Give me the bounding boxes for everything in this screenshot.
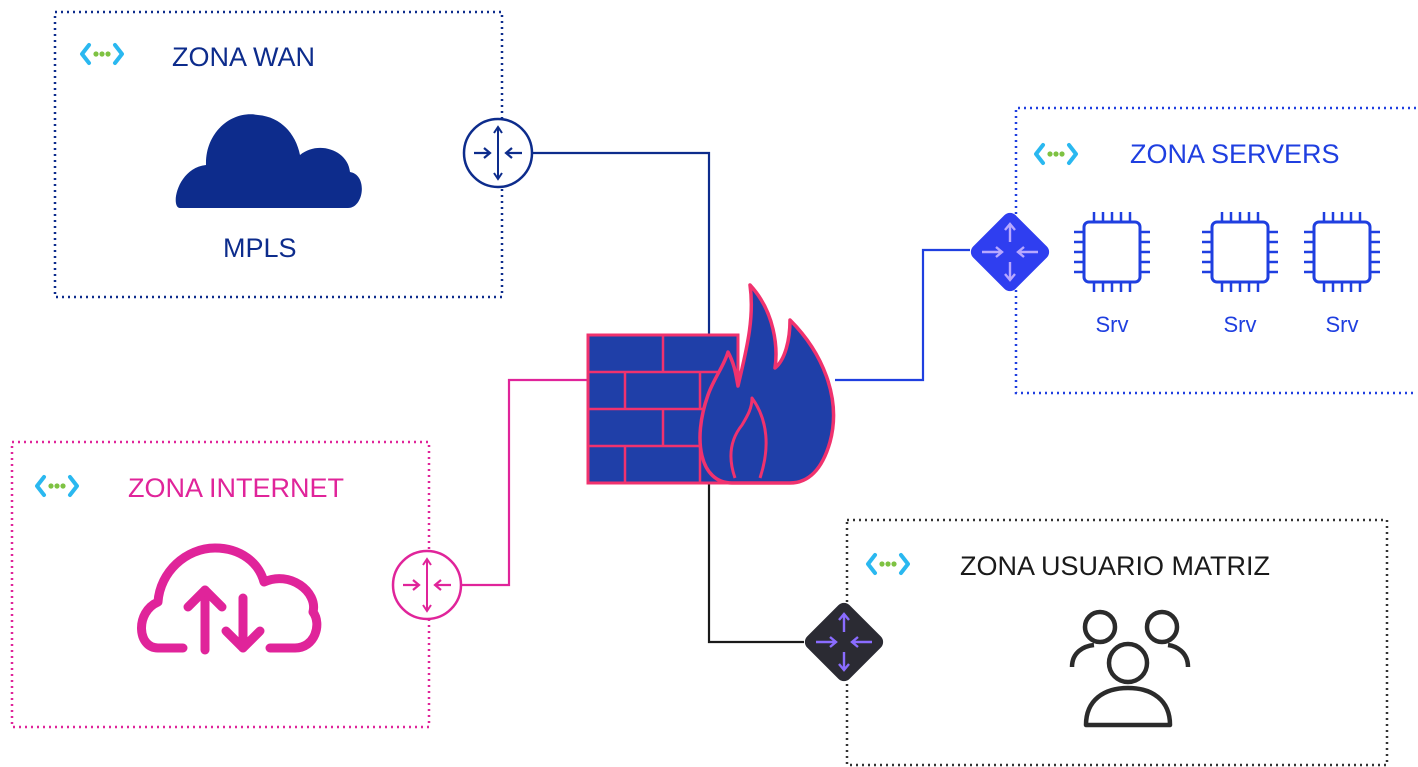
zone-users: ZONA USUARIO MATRIZ (804, 518, 1389, 767)
server-label: Srv (1224, 312, 1257, 337)
connector-wan-firewall (533, 151, 711, 335)
users-group-icon (1069, 609, 1191, 728)
zone-title-internet: ZONA INTERNET (128, 473, 344, 503)
server-label: Srv (1326, 312, 1359, 337)
virtual-network-icon (866, 553, 910, 575)
router-icon (970, 212, 1050, 292)
zone-wan: ZONA WAN MPLS (53, 10, 534, 299)
virtual-network-icon (1034, 143, 1078, 165)
zone-servers-border (1014, 106, 1416, 395)
cloud-upload-download-icon (137, 543, 322, 655)
connectors (461, 151, 970, 644)
zone-title-wan: ZONA WAN (172, 42, 315, 72)
firewall-icon (586, 283, 836, 485)
server-label: Srv (1096, 312, 1129, 337)
router-icon (804, 602, 884, 682)
zone-internet: ZONA INTERNET (10, 440, 463, 729)
virtual-network-icon (35, 475, 79, 497)
cloud-label-mpls: MPLS (223, 233, 297, 263)
connector-servers-firewall (835, 248, 970, 382)
zone-title-users: ZONA USUARIO MATRIZ (960, 551, 1270, 581)
virtual-network-icon (80, 43, 124, 65)
cloud-icon (175, 114, 362, 208)
zone-title-servers: ZONA SERVERS (1130, 139, 1340, 169)
server-chip-icon (1202, 212, 1278, 292)
connector-users-firewall (707, 483, 804, 644)
connector-internet-firewall (461, 378, 590, 587)
router-icon (391, 549, 463, 621)
server-chip-icon (1074, 212, 1150, 292)
zone-servers: ZONA SERVERS Srv (970, 106, 1416, 395)
server-chip-icon (1304, 212, 1380, 292)
router-icon (462, 117, 534, 189)
